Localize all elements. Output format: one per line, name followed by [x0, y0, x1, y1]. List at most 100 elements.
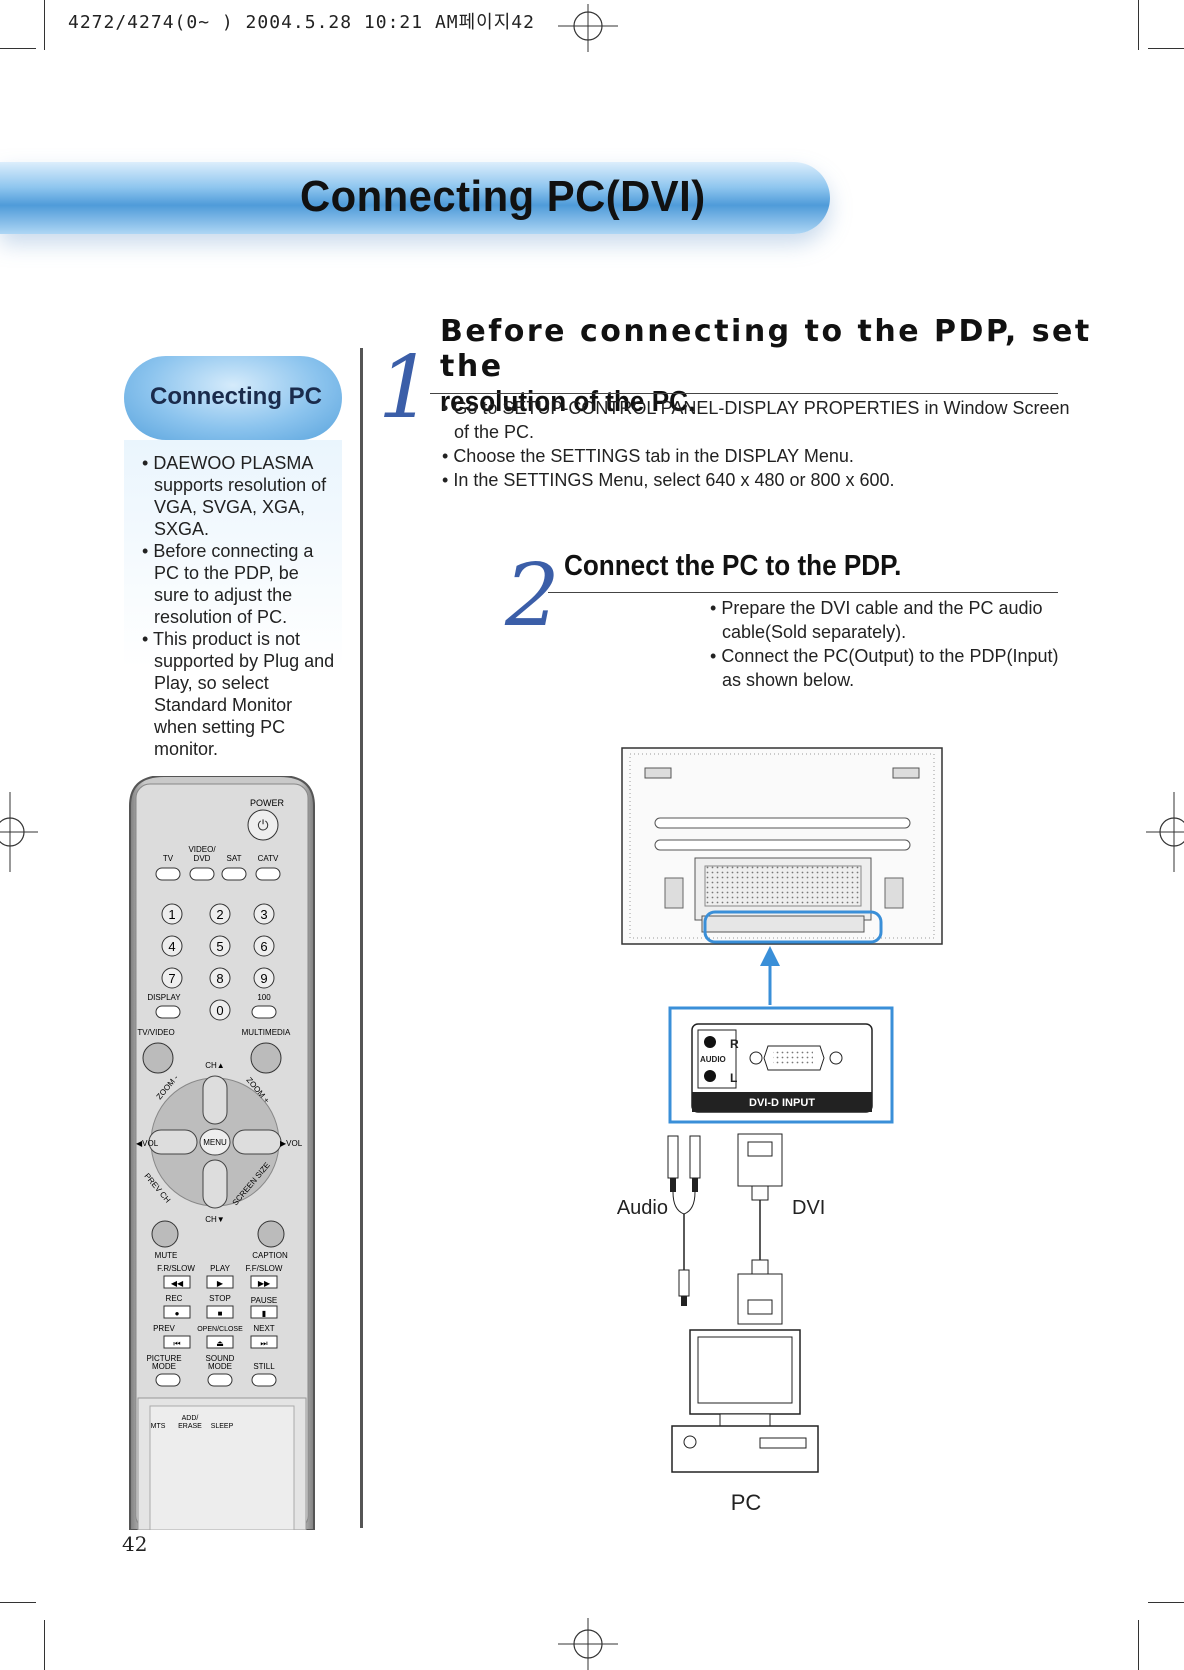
video-dvd-button[interactable] [189, 867, 215, 881]
fr-slow-button[interactable] [163, 1275, 191, 1289]
audio-jack-r [704, 1036, 716, 1048]
prev-button[interactable] [163, 1335, 191, 1349]
digit-3-label: 3 [260, 907, 267, 922]
sound-mode-button[interactable] [207, 1373, 233, 1387]
step-number-1: 1 [378, 338, 433, 438]
sidebar-heading: Connecting PC [150, 383, 322, 410]
sidebar-note: DAEWOO PLASMA supports resolution of VGA… [138, 452, 338, 540]
terminal-highlight [703, 910, 883, 944]
registration-mark-top [558, 4, 618, 52]
digit-8-button[interactable] [209, 967, 231, 989]
digit-2-button[interactable] [209, 903, 231, 925]
mute-button[interactable] [151, 1220, 179, 1248]
registration-mark-left [0, 792, 38, 872]
label-open-close: OPEN/CLOSE [197, 1326, 243, 1333]
label-ff-slow: F.F/SLOW [246, 1264, 283, 1273]
ch-up-button[interactable] [202, 1075, 228, 1125]
dvi-port-icon [749, 1045, 843, 1071]
label-multimedia: MULTIMEDIA [242, 1028, 291, 1037]
pause-button[interactable] [250, 1305, 278, 1319]
arrow-head [760, 946, 780, 966]
digit-6-button[interactable] [253, 935, 275, 957]
panel-r-label: R [730, 1037, 739, 1051]
crop-mark [1148, 1602, 1184, 1603]
digit-1-label: 1 [168, 907, 175, 922]
ch-down-button[interactable] [202, 1159, 228, 1209]
menu-label: MENU [203, 1138, 227, 1147]
page-title: Connecting PC(DVI) [300, 172, 706, 221]
label-rec: REC [166, 1294, 183, 1303]
column-divider [360, 348, 363, 1528]
digit-0-button[interactable] [209, 999, 231, 1021]
label-picture: PICTURE [146, 1354, 181, 1363]
digit-2-label: 2 [216, 907, 223, 922]
pc-label: PC [731, 1490, 762, 1515]
rec-button[interactable] [163, 1305, 191, 1319]
multimedia-button[interactable] [250, 1042, 282, 1074]
display-button[interactable] [155, 1005, 181, 1019]
menu-button[interactable] [199, 1128, 231, 1156]
label-vol-right: ▶VOL [280, 1139, 303, 1148]
power-icon: ⏻ [257, 817, 268, 833]
panel-l-label: L [730, 1071, 737, 1085]
catv-button[interactable] [255, 867, 281, 881]
panel-caption: DVI-D INPUT [749, 1097, 815, 1109]
tv-video-button[interactable] [142, 1042, 174, 1074]
digit-9-label: 9 [260, 971, 267, 986]
digit-7-button[interactable] [161, 967, 183, 989]
step-1-title-line1: Before connecting to the PDP, set the [440, 314, 1092, 384]
label-tv: TV [163, 854, 174, 863]
label-tv-video: TV/VIDEO [137, 1028, 174, 1037]
label-mts: MTS [151, 1423, 166, 1430]
crop-mark [0, 1602, 36, 1603]
skip-back-icon: ⏮ [173, 1339, 180, 1348]
vol-left-button[interactable] [148, 1129, 198, 1155]
crop-mark [1138, 0, 1139, 50]
registration-mark-bottom [558, 1618, 618, 1670]
label-100: 100 [257, 993, 271, 1002]
label-fr-slow: F.R/SLOW [157, 1264, 195, 1273]
page-number: 42 [122, 1532, 148, 1556]
digit-0-label: 0 [216, 1003, 223, 1018]
hundred-button[interactable] [251, 1005, 277, 1019]
pdp-back-panel [621, 747, 943, 945]
remote-power-label: POWER [250, 798, 285, 808]
play-button[interactable] [206, 1275, 234, 1289]
picture-mode-button[interactable] [155, 1373, 181, 1387]
step-2-item: Connect the PC(Output) to the PDP(Input)… [710, 644, 1060, 692]
sidebar-note: This product is not supported by Plug an… [138, 628, 338, 760]
digit-6-label: 6 [260, 939, 267, 954]
play-icon: ▶ [217, 1279, 224, 1288]
label-next: NEXT [253, 1324, 274, 1333]
tv-button[interactable] [155, 867, 181, 881]
ff-slow-button[interactable] [250, 1275, 278, 1289]
digit-5-button[interactable] [209, 935, 231, 957]
still-button[interactable] [251, 1373, 277, 1387]
digit-4-label: 4 [168, 939, 175, 954]
label-sleep: SLEEP [211, 1423, 234, 1430]
label-vol-left: ◀VOL [136, 1139, 159, 1148]
vol-right-button[interactable] [232, 1129, 282, 1155]
label-sound: SOUND [206, 1354, 235, 1363]
crop-mark [44, 1620, 45, 1670]
stop-button[interactable] [206, 1305, 234, 1319]
title-banner [0, 162, 830, 234]
digit-8-label: 8 [216, 971, 223, 986]
digit-1-button[interactable] [161, 903, 183, 925]
caption-button[interactable] [257, 1220, 285, 1248]
label-add: ADD/ [182, 1415, 199, 1422]
digit-9-button[interactable] [253, 967, 275, 989]
sat-button[interactable] [221, 867, 247, 881]
label-ch-down: CH▼ [205, 1215, 224, 1224]
pc-icon [671, 1329, 819, 1473]
pause-icon: ▮ [262, 1309, 266, 1318]
print-header: 4272/4274(0~ ) 2004.5.28 10:21 AM페이지42 [68, 12, 535, 33]
digit-4-button[interactable] [161, 935, 183, 957]
open-close-button[interactable] [206, 1335, 234, 1349]
digit-3-button[interactable] [253, 903, 275, 925]
next-button[interactable] [250, 1335, 278, 1349]
power-button[interactable] [247, 809, 279, 841]
label-play: PLAY [210, 1264, 231, 1273]
label-erase: ERASE [178, 1423, 202, 1430]
label-catv: CATV [258, 854, 279, 863]
